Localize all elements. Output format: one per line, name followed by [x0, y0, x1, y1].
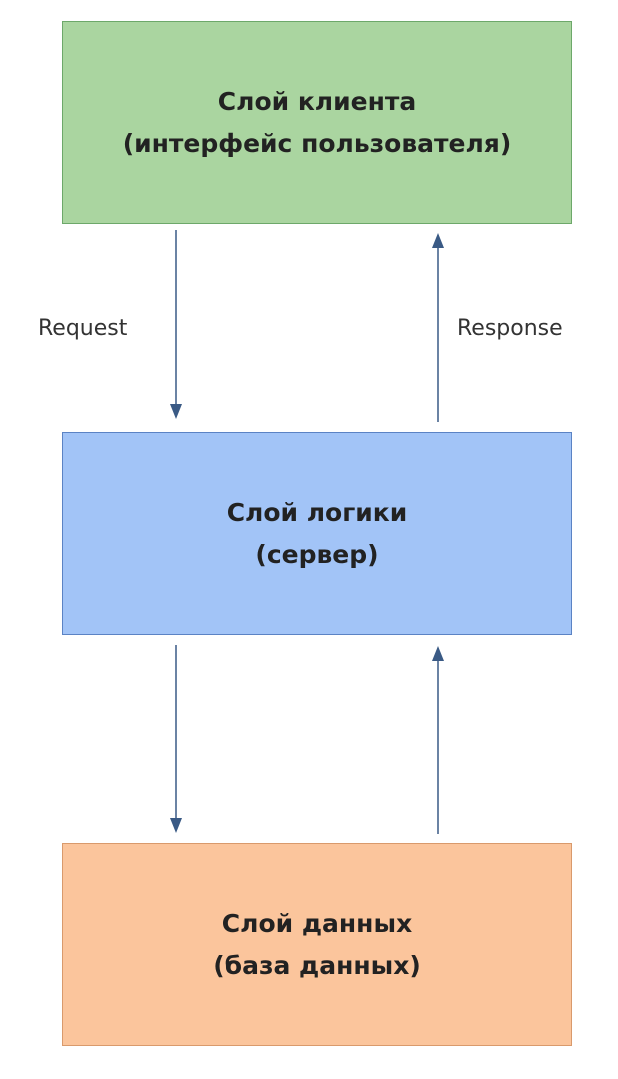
client-layer-subtitle: (интерфейс пользователя): [122, 128, 512, 158]
data-layer-box: Слой данных (база данных): [62, 843, 572, 1046]
response-arrow: [432, 233, 444, 422]
request-arrow: [170, 230, 182, 419]
client-layer-box: Слой клиента (интерфейс пользователя): [62, 21, 572, 224]
logic-layer-box: Слой логики (сервер): [62, 432, 572, 635]
logic-layer-title: Слой логики: [226, 497, 408, 527]
request-label: Request: [38, 316, 128, 341]
client-layer-title: Слой клиента: [217, 86, 417, 116]
data-layer-subtitle: (база данных): [213, 950, 421, 980]
response-label: Response: [457, 316, 563, 341]
query-arrow: [170, 645, 182, 833]
data-layer-title: Слой данных: [221, 908, 413, 938]
logic-layer-subtitle: (сервер): [255, 539, 379, 569]
result-arrow: [432, 646, 444, 834]
